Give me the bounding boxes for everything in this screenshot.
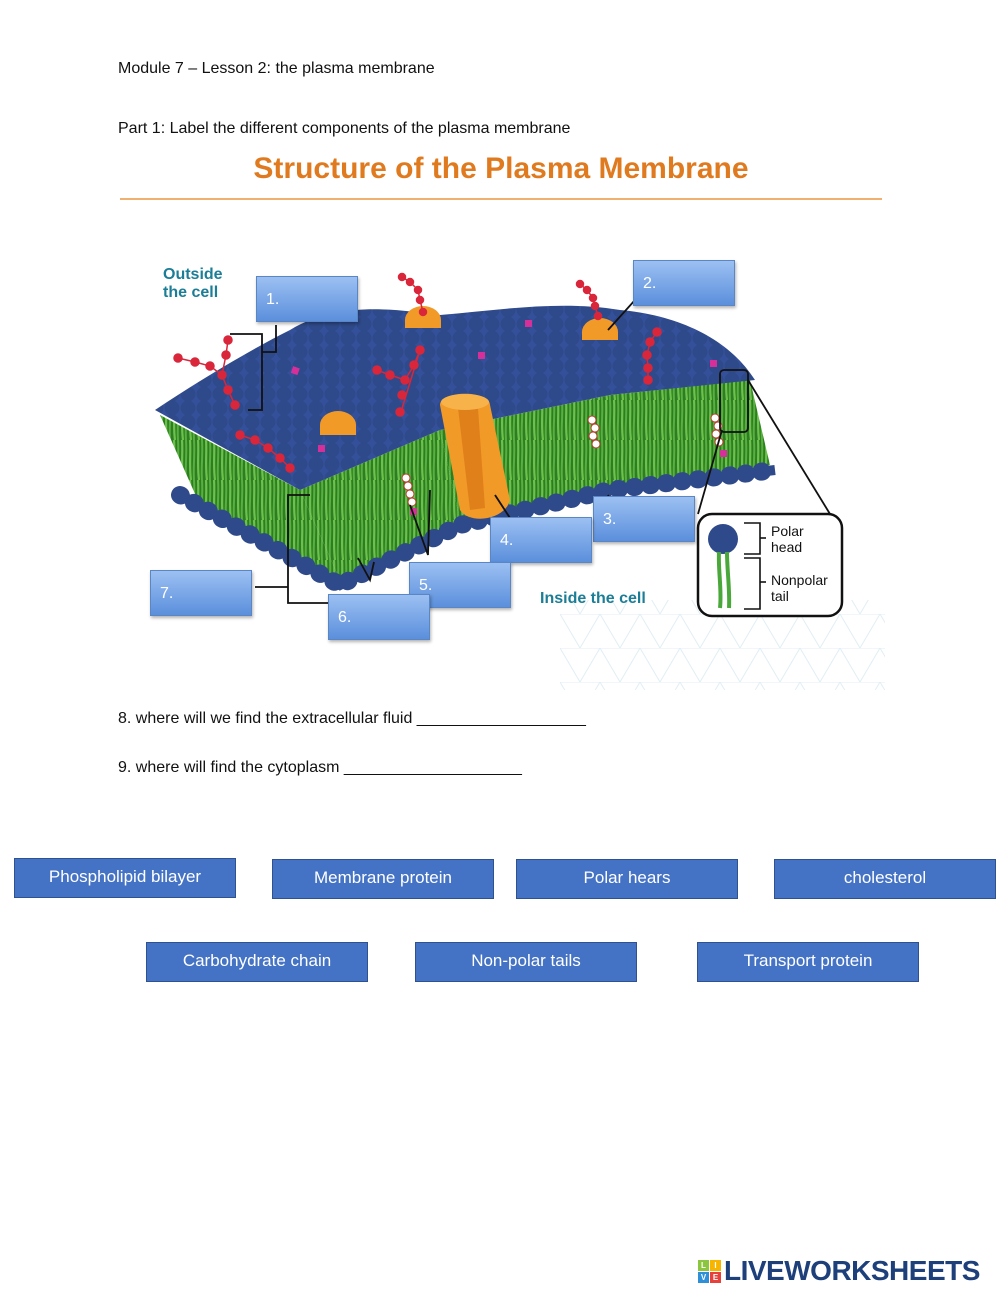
leader-lines: [230, 299, 831, 604]
svg-text:head: head: [771, 539, 802, 555]
membrane-protein-2: [582, 318, 618, 340]
right-tail-face: [440, 380, 770, 520]
drop-box-1[interactable]: 1.: [256, 276, 358, 322]
question-8[interactable]: 8. where will we find the extracellular …: [118, 710, 586, 727]
bottom-heads-base: [177, 465, 776, 591]
phospholipid-inset: Polar head Nonpolar tail: [696, 512, 844, 618]
left-tail-face: [160, 415, 340, 580]
drop-box-3[interactable]: 3.: [593, 496, 695, 542]
inside-cell-label: Inside the cell: [540, 590, 646, 607]
logo-tiles-icon: L I V E: [698, 1259, 721, 1283]
answer-chip-phospholipid-bilayer[interactable]: Phospholipid bilayer: [14, 858, 236, 898]
nonpolar-tail-icon: [716, 551, 732, 609]
title-divider: [120, 198, 882, 200]
logo-text: LIVEWORKSHEETS: [724, 1255, 980, 1286]
outside-cell-label: Outside the cell: [163, 266, 223, 301]
liveworksheets-logo: L I V E LIVEWORKSHEETS: [698, 1255, 980, 1287]
drop-box-2[interactable]: 2.: [633, 260, 735, 306]
svg-text:tail: tail: [771, 588, 789, 604]
membrane-protein-3: [320, 411, 356, 435]
front-tail-face: [300, 430, 460, 580]
question-9[interactable]: 9. where will find the cytoplasm _______…: [118, 759, 522, 776]
diagram-title: Structure of the Plasma Membrane: [253, 152, 749, 185]
answer-chip-non-polar-tails[interactable]: Non-polar tails: [415, 942, 637, 982]
polar-head-icon: [708, 524, 738, 554]
membrane-illustration: Polar head Nonpolar tail: [155, 272, 885, 690]
answer-chip-transport-protein[interactable]: Transport protein: [697, 942, 919, 982]
part-title: Part 1: Label the different components o…: [118, 120, 571, 137]
polar-head-label: Polar: [771, 523, 804, 539]
drop-box-7[interactable]: 7.: [150, 570, 252, 616]
nonpolar-tail-label: Nonpolar: [771, 572, 828, 588]
membrane-protein-1: [405, 306, 441, 328]
drop-box-6[interactable]: 6.: [328, 594, 430, 640]
carbohydrate-chains: [173, 272, 662, 473]
answer-chip-polar-hears[interactable]: Polar hears: [516, 859, 738, 899]
answer-chip-membrane-protein[interactable]: Membrane protein: [272, 859, 494, 899]
drop-box-4[interactable]: 4.: [490, 517, 592, 563]
answer-chip-carbohydrate-chain[interactable]: Carbohydrate chain: [146, 942, 368, 982]
module-title: Module 7 – Lesson 2: the plasma membrane: [118, 60, 435, 77]
membrane-diagram: Polar head Nonpolar tail Outside the cel…: [140, 240, 885, 690]
answer-chip-cholesterol[interactable]: cholesterol: [774, 859, 996, 899]
